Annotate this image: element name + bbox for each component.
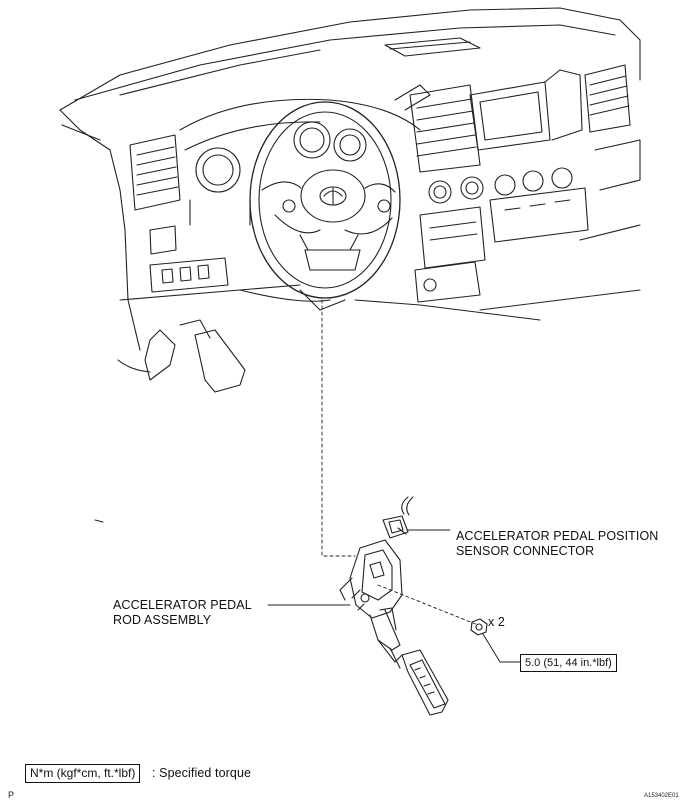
rod-assembly-label-line2: ROD ASSEMBLY xyxy=(113,613,212,627)
sensor-connector-illustration xyxy=(382,496,414,539)
dashboard-illustration xyxy=(59,7,641,523)
dashed-leader-lines xyxy=(321,299,479,626)
sensor-connector-label-line2: SENSOR CONNECTOR xyxy=(456,544,595,558)
torque-unit-legend-box: N*m (kgf*cm, ft.*lbf) xyxy=(25,764,141,783)
leader-lines xyxy=(267,529,521,663)
pedal-rod-assembly-illustration xyxy=(339,539,449,716)
torque-spec-box: 5.0 (51, 44 in.*lbf) xyxy=(520,654,617,672)
torque-legend-description: : Specified torque xyxy=(152,766,252,780)
sensor-connector-label-line1: ACCELERATOR PEDAL POSITION xyxy=(456,529,659,543)
rod-assembly-label-line1: ACCELERATOR PEDAL xyxy=(113,598,252,612)
figure-id: A153402E01 xyxy=(644,793,679,799)
nut-illustration xyxy=(470,618,488,636)
corner-letter: P xyxy=(8,790,15,800)
nut-quantity-label: x 2 xyxy=(488,615,505,629)
